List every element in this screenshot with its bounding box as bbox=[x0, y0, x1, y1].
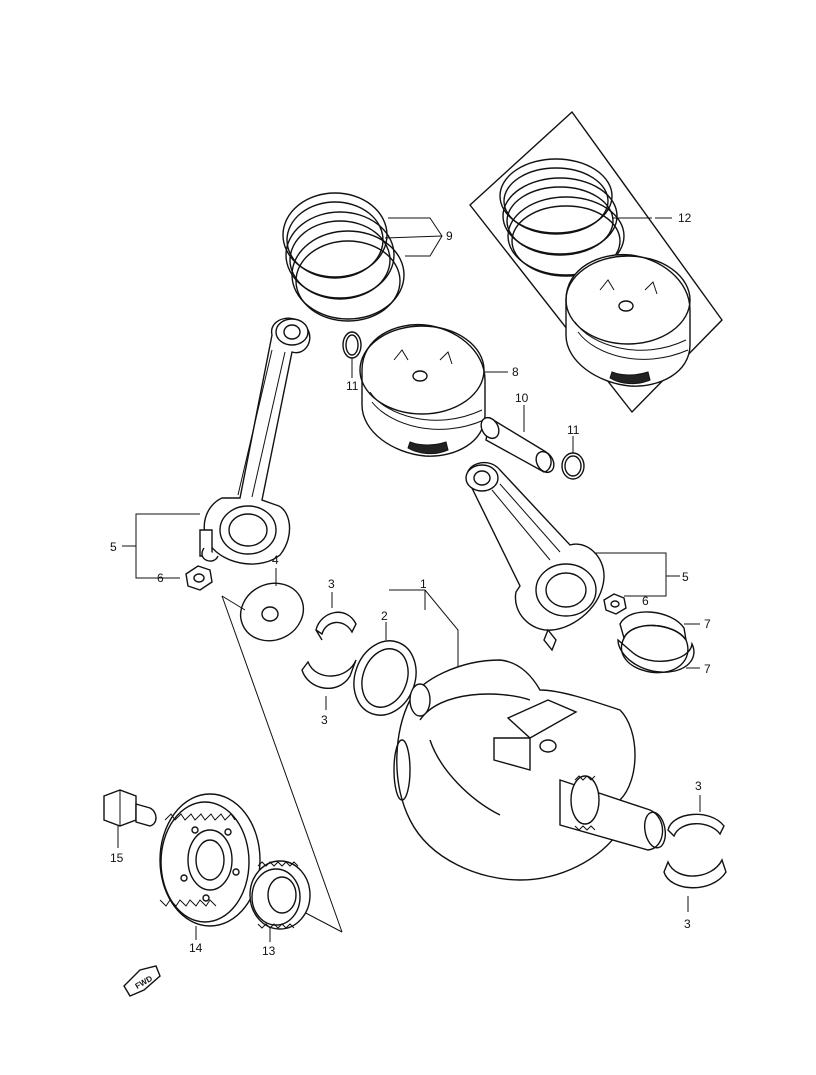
callout-14: 14 bbox=[189, 941, 203, 955]
part-7-conrod-bearings bbox=[617, 611, 700, 674]
callout-5a: 5 bbox=[110, 540, 117, 554]
callout-13: 13 bbox=[262, 944, 276, 958]
part-10-piston-pin bbox=[480, 405, 555, 474]
callout-6b: 6 bbox=[642, 594, 649, 608]
callout-3b: 3 bbox=[321, 713, 328, 727]
callout-12: 12 bbox=[678, 211, 692, 225]
callout-11b: 11 bbox=[567, 423, 580, 437]
callout-4: 4 bbox=[272, 553, 279, 567]
part-5-connecting-rod-left bbox=[122, 317, 311, 579]
part-6-nut-left bbox=[185, 565, 213, 591]
callout-9: 9 bbox=[446, 229, 453, 243]
callout-2: 2 bbox=[381, 609, 388, 623]
fwd-arrow-icon: FWD bbox=[123, 965, 161, 997]
assembly-guide-lines bbox=[221, 595, 343, 933]
callout-11a: 11 bbox=[346, 379, 359, 393]
callout-6a: 6 bbox=[157, 571, 164, 585]
part-4-thrust-washer bbox=[239, 568, 305, 642]
part-6-nut-right bbox=[603, 593, 627, 615]
callout-3d: 3 bbox=[684, 917, 691, 931]
part-13-primary-drive-gear bbox=[249, 860, 311, 942]
callout-5b: 5 bbox=[682, 570, 689, 584]
part-9-piston-rings bbox=[282, 192, 443, 322]
part-3-main-bearings-left bbox=[301, 592, 357, 710]
callout-7b: 7 bbox=[704, 662, 711, 676]
part-3-main-bearings-right bbox=[663, 795, 727, 912]
part-15-bolt bbox=[103, 789, 157, 848]
callout-10: 10 bbox=[515, 391, 529, 405]
part-5-connecting-rod-right bbox=[465, 461, 680, 652]
part-14-gear bbox=[159, 793, 261, 940]
callout-3a: 3 bbox=[328, 577, 335, 591]
callout-7a: 7 bbox=[704, 617, 711, 631]
callout-8: 8 bbox=[512, 365, 519, 379]
callout-15: 15 bbox=[110, 851, 124, 865]
part-8-piston bbox=[359, 323, 508, 457]
callout-1: 1 bbox=[420, 577, 427, 591]
part-11-circlips bbox=[342, 331, 585, 480]
callout-3c: 3 bbox=[695, 779, 702, 793]
part-1-crankshaft bbox=[389, 589, 667, 881]
part-12-piston-kit bbox=[469, 110, 723, 414]
